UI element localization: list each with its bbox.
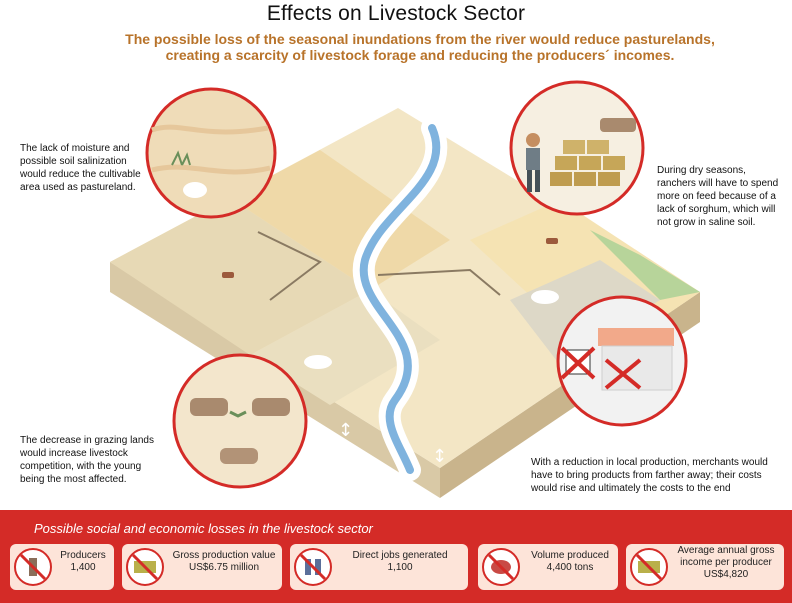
card-producers-label: Producers xyxy=(60,550,106,561)
card-direct-jobs: Direct jobs generated 1,100 xyxy=(290,544,468,590)
arrow-left-icon: ↕ xyxy=(338,420,353,441)
caption-local-production: With a reduction in local production, me… xyxy=(531,457,768,494)
card-gross-production-label: Gross production value xyxy=(172,550,276,561)
card-volume-label: Volume produced xyxy=(531,550,609,561)
circle-store xyxy=(556,295,688,427)
card-income-label: Average annual gross xyxy=(677,545,775,556)
circle-cattle xyxy=(172,353,308,489)
page-subtitle: The possible loss of the seasonal inunda… xyxy=(120,31,720,63)
fence-left xyxy=(257,231,322,301)
field-band-green xyxy=(590,230,700,300)
card-gross-production-value: US$6.75 million xyxy=(188,562,260,573)
landscape-illustration: ↕ ↕ xyxy=(110,80,700,498)
grass-icon xyxy=(171,150,191,166)
caption-moisture: The lack of moisture and possible soil s… xyxy=(20,143,141,193)
subtitle-line-1: The possible loss of the seasonal inunda… xyxy=(125,31,715,47)
subtitle-line-2: creating a scarcity of livestock forage … xyxy=(165,47,675,63)
pond-2 xyxy=(531,290,559,304)
fence-right xyxy=(377,268,501,296)
skull-icon xyxy=(183,182,207,198)
page-title: Effects on Livestock Sector xyxy=(266,2,526,25)
pond-1 xyxy=(304,355,332,369)
circle-hay-bales xyxy=(509,80,645,216)
cow-map-2 xyxy=(546,238,558,244)
store-roof xyxy=(598,328,674,346)
circle-dry-soil xyxy=(145,87,277,219)
caption-grazing: The decrease in grazing lands would incr… xyxy=(20,435,154,485)
field-band-left xyxy=(110,198,370,355)
card-average-income: Average annual gross income per producer… xyxy=(626,544,784,590)
cow-map-1 xyxy=(222,272,234,278)
workers-crossed-icon xyxy=(294,548,332,586)
losses-footer: Possible social and economic losses in t… xyxy=(0,510,792,603)
card-income-value: US$4,820 xyxy=(703,569,749,580)
calf-icon xyxy=(220,448,258,464)
cow-icon xyxy=(252,398,290,416)
footer-title: Possible social and economic losses in t… xyxy=(34,521,373,536)
money-crossed-icon xyxy=(126,548,164,586)
cow-icon xyxy=(600,118,636,132)
rancher-icon xyxy=(526,133,540,147)
card-gross-production: Gross production value US$6.75 million xyxy=(122,544,282,590)
card-volume-produced: Volume produced 4,400 tons xyxy=(478,544,618,590)
river-water xyxy=(359,124,441,474)
card-income-label-2: income per producer xyxy=(680,557,772,568)
money-crossed-icon xyxy=(630,548,668,586)
card-direct-jobs-label: Direct jobs generated xyxy=(352,550,448,561)
card-volume-value: 4,400 tons xyxy=(546,562,594,573)
arrow-right-icon: ↕ xyxy=(432,446,447,467)
card-direct-jobs-value: 1,100 xyxy=(387,562,413,573)
card-producers: Producers 1,400 xyxy=(10,544,114,590)
farmer-crossed-icon xyxy=(14,548,52,586)
field-band-tan xyxy=(230,150,450,290)
meat-crossed-icon xyxy=(482,548,520,586)
cow-icon xyxy=(190,398,228,416)
card-producers-value: 1,400 xyxy=(70,562,96,573)
caption-dry-season: During dry seasons, ranchers will have t… xyxy=(657,165,779,228)
